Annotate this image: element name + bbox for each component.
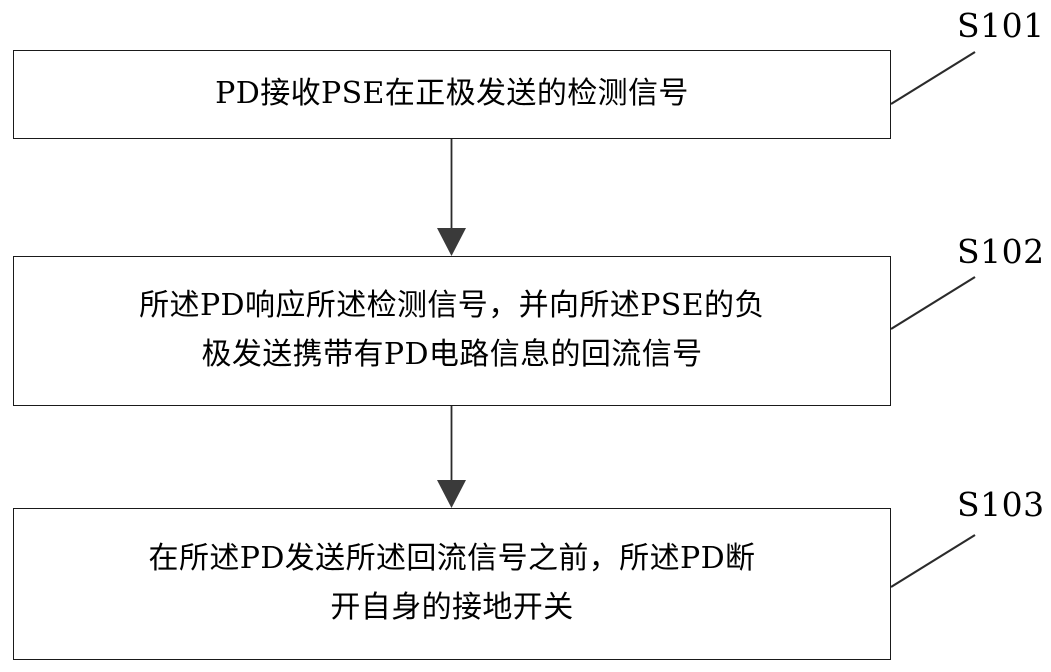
flow-step-box-s103: 在所述PD发送所述回流信号之前，所述PD断 开自身的接地开关	[13, 508, 891, 660]
flow-step-box-s102: 所述PD响应所述检测信号，并向所述PSE的负 极发送携带有PD电路信息的回流信号	[13, 256, 891, 406]
leader-line-s101	[890, 51, 976, 105]
arrow-s102-to-s103	[437, 406, 466, 508]
flow-step-text-s102: 所述PD响应所述检测信号，并向所述PSE的负 极发送携带有PD电路信息的回流信号	[139, 288, 765, 372]
arrow-s101-to-s102	[437, 139, 466, 256]
flow-step-text-s101: PD接收PSE在正极发送的检测信号	[215, 76, 689, 112]
flow-step-text-s103: 在所述PD发送所述回流信号之前，所述PD断 开自身的接地开关	[148, 541, 756, 625]
leader-line-s103	[890, 534, 976, 588]
step-label-s103: S103	[957, 485, 1045, 524]
leader-line-s102	[890, 276, 976, 330]
step-label-s102: S102	[957, 232, 1045, 271]
flow-step-box-s101: PD接收PSE在正极发送的检测信号	[13, 50, 891, 139]
step-label-s101: S101	[957, 6, 1045, 45]
